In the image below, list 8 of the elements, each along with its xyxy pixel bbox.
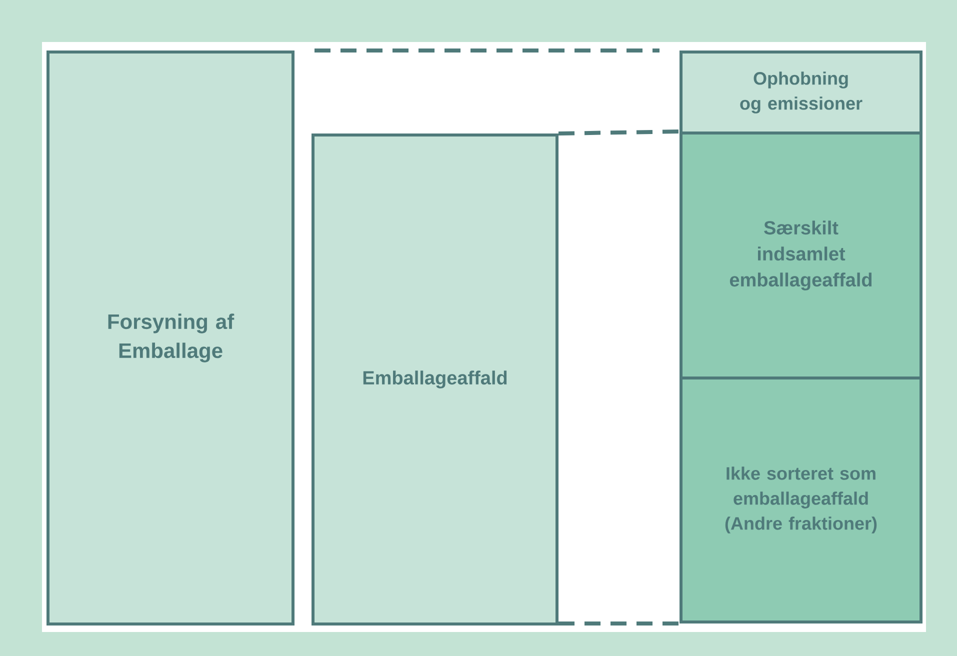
dashed-line bbox=[314, 48, 660, 52]
dashed-line bbox=[558, 130, 680, 136]
box: Forsyning af Emballage bbox=[46, 50, 294, 626]
dashed-line bbox=[558, 622, 680, 626]
box: Særskilt indsamlet emballageaffald bbox=[680, 132, 923, 380]
box: Ophobning og emissioner bbox=[680, 50, 923, 134]
box: Emballageaffald bbox=[312, 134, 558, 626]
box: Ikke sorteret som emballageaffald (Andre fraktioner) bbox=[680, 376, 923, 624]
